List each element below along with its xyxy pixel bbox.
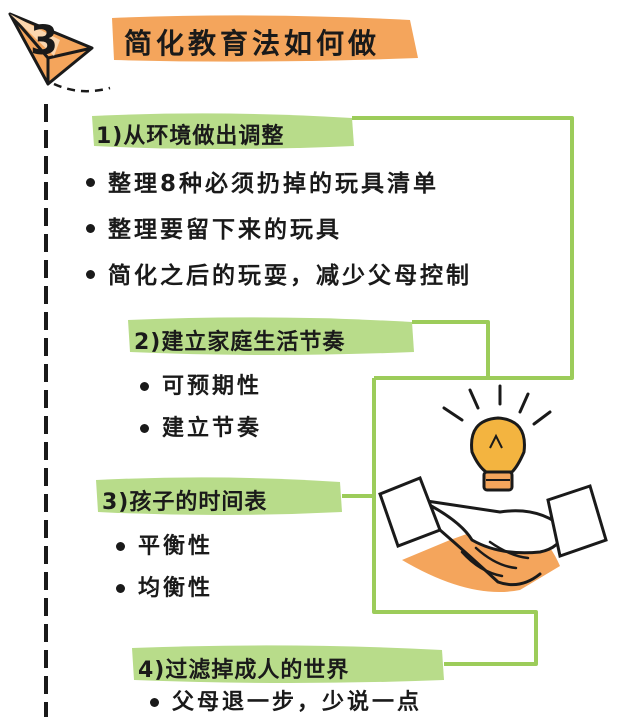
heading-highlight-2	[128, 317, 414, 355]
section-3-item-1: 平衡性	[138, 534, 214, 559]
lightbulb-icon	[442, 384, 552, 492]
heading-highlight-1	[92, 113, 354, 149]
bullet-dot	[140, 424, 149, 433]
section-4-item-1: 父母退一步，少说一点	[172, 690, 423, 715]
paper-plane-icon	[8, 12, 94, 86]
section-1-item-3: 简化之后的玩耍，减少父母控制	[108, 263, 472, 289]
handshake-icon	[378, 476, 608, 592]
section-1-heading: 1)从环境做出调整	[96, 124, 285, 149]
heading-highlight-3	[96, 477, 342, 515]
step-number: 3	[30, 18, 58, 64]
section-3-heading: 3)孩子的时间表	[102, 490, 268, 515]
section-2-item-1: 可预期性	[162, 374, 263, 399]
section-1-item-2: 整理要留下来的玩具	[108, 217, 342, 243]
bullet-dot	[86, 178, 95, 187]
bullet-dot	[150, 698, 159, 707]
section-3-item-2: 均衡性	[138, 576, 214, 601]
bullet-dot	[116, 584, 125, 593]
plane-trail	[53, 82, 111, 93]
section-1-item-1: 整理8种必须扔掉的玩具清单	[108, 171, 440, 197]
bullet-dot	[116, 542, 125, 551]
title-highlight	[112, 15, 418, 62]
bullet-dot	[86, 270, 95, 279]
bullet-dot	[86, 224, 95, 233]
connector-lines	[342, 116, 574, 666]
page-title: 简化教育法如何做	[124, 27, 381, 60]
heading-highlight-4	[132, 645, 444, 683]
section-2-heading: 2)建立家庭生活节奏	[134, 330, 346, 355]
bullet-dot	[140, 382, 149, 391]
section-4-heading: 4)过滤掉成人的世界	[138, 658, 350, 683]
section-2-item-2: 建立节奏	[162, 416, 263, 441]
